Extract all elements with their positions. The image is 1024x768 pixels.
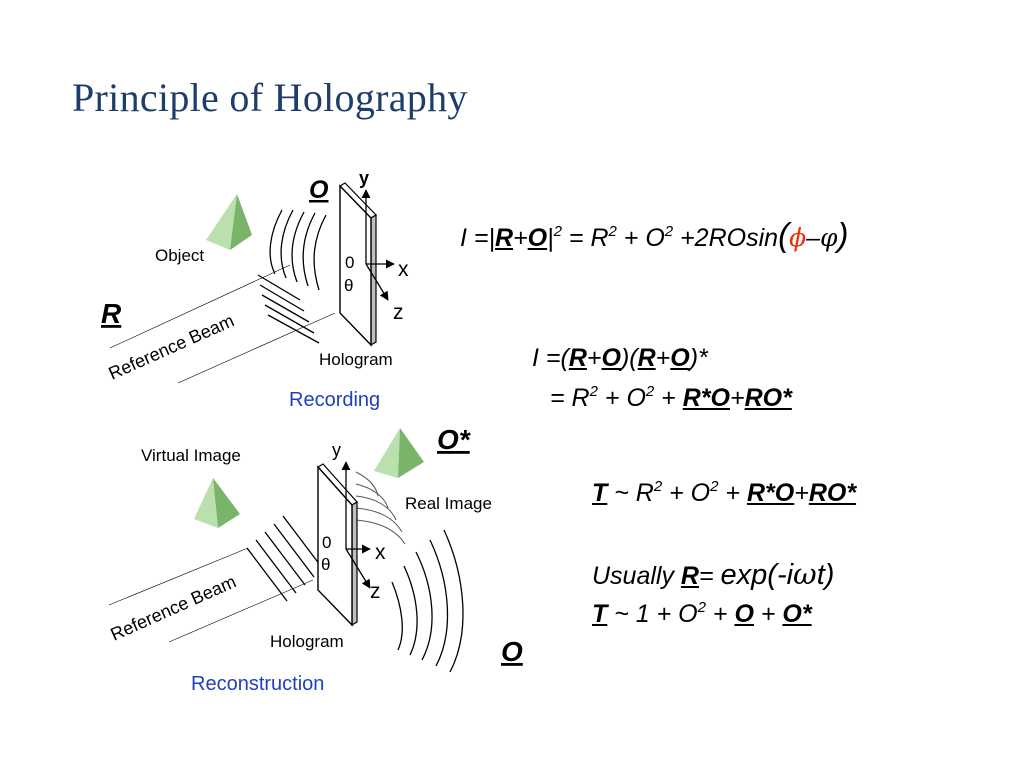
slide-title: Principle of Holography [72,75,468,120]
angle-label-recording: θ [344,276,353,295]
y-axis-label-recording: y [359,168,369,188]
reference-beam-wavefronts-recording [257,274,320,344]
intensity-equation: I =|R+O|2 = R2 + O2 +2ROsin(ϕ–φ) [460,216,849,253]
y-axis-label-reconstruction: y [332,440,341,460]
intensity-product-equation: I =(R+O)(R+O)* [532,344,708,372]
angle-label-reconstruction: θ [321,555,330,574]
reference-beam-edges-reconstruction [108,547,314,643]
reconstruction-caption: Reconstruction [191,673,324,695]
real-image-pyramid [374,428,424,478]
object-wave-diverging-wavefronts [391,529,464,673]
virtual-image-label: Virtual Image [141,446,241,465]
reference-beam-wavefronts-reconstruction [246,515,324,602]
reference-label-recording: R [101,298,122,329]
object-label: Object [155,246,204,265]
hologram-plate-recording [339,182,377,347]
object-wavefronts-recording [269,209,327,291]
origin-label-recording: 0 [345,253,354,272]
transmittance-equation: T ~ R2 + O2 + R*O+RO* [592,478,857,507]
recording-caption: Recording [289,389,380,411]
conjugate-wave-label: O* [437,424,471,455]
hologram-plate-reconstruction [317,463,358,627]
reference-wave-equation: Usually R= exp(-iωt) [592,557,835,591]
hologram-label-recording: Hologram [319,350,393,369]
z-axis-label-recording: z [393,301,404,324]
simplified-transmittance-equation: T ~ 1 + O2 + O + O* [592,599,812,628]
hologram-label-reconstruction: Hologram [270,632,344,651]
axes-recording [361,189,395,301]
object-wave-label-reconstruction: O [501,636,523,667]
intensity-expansion-equation: = R2 + O2 + R*O+RO* [550,383,792,412]
axes-reconstruction [341,461,371,589]
reference-beam-label-recording: Reference Beam [105,310,237,383]
x-axis-label-reconstruction: x [375,541,386,564]
reference-beam-edges-recording [109,264,336,384]
real-image-label: Real Image [405,494,492,513]
real-image-converging-waves [355,471,406,545]
virtual-image-pyramid [194,478,240,528]
z-axis-label-reconstruction: z [370,580,381,603]
reference-beam-label-reconstruction: Reference Beam [107,571,239,644]
origin-label-reconstruction: 0 [322,533,331,552]
object-wave-label-recording: O [309,176,329,204]
x-axis-label-recording: x [398,258,409,281]
object-pyramid-recording [206,194,252,250]
